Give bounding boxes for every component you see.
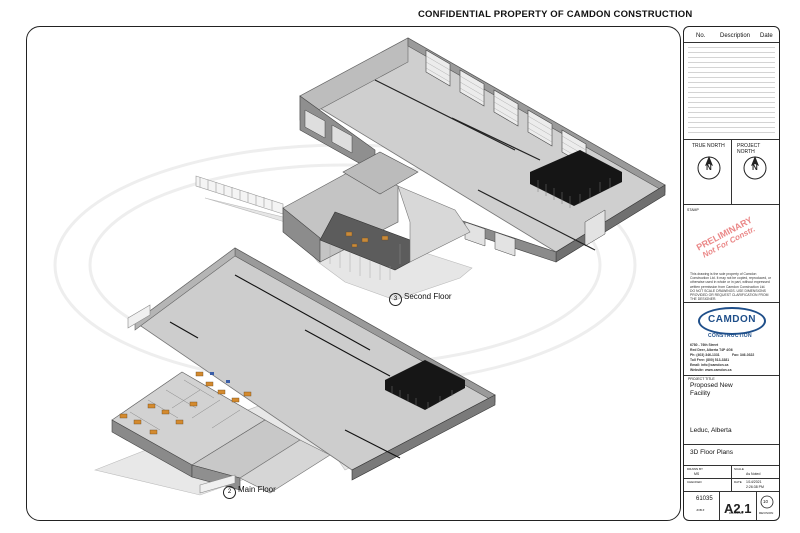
main-floor-model: [93, 247, 496, 496]
office-upper-block: [342, 151, 419, 195]
glazing-mullions: [329, 244, 401, 280]
view-label-second-floor: Second Floor: [404, 292, 452, 301]
true-north-label: TRUE NORTH: [692, 143, 725, 149]
company-toll-free: Toll Free: (800) 513-3381: [690, 358, 730, 362]
time-value: 2:26:38 PM: [746, 485, 764, 489]
overhead-doors-right: [464, 209, 606, 257]
drawn-by-value: MS: [694, 472, 700, 476]
main-floor-fence: [127, 304, 236, 494]
ownership-notice: This drawing is the sole property of Cam…: [690, 272, 772, 289]
true-north-arrow-icon: [697, 156, 721, 180]
office-wall-front: [282, 207, 321, 263]
sheet-divider: [684, 491, 779, 492]
project-north-label: PROJECT NORTH: [737, 143, 761, 155]
second-floor-model: [195, 37, 666, 301]
drawing-title-divider: [684, 444, 779, 445]
revision-header-divider: [684, 42, 779, 43]
main-left-wall: [134, 247, 236, 331]
main-right-wall: [351, 394, 496, 481]
project-title-line-2: Facility: [690, 390, 711, 397]
main-interior-lines: [169, 274, 401, 459]
logo-divider: [684, 302, 779, 303]
office-workstations: [119, 371, 252, 435]
warehouse-interior-lines: [374, 79, 596, 251]
preliminary-stamp: PRELIMINARY Not For Constr.: [695, 215, 758, 261]
true-north-letter: N: [706, 163, 712, 172]
office-furniture-upper: [345, 231, 389, 248]
view-number-second-floor: 3: [389, 293, 402, 306]
view-number-main-floor: 2: [223, 486, 236, 499]
project-north-arrow-icon: [743, 156, 767, 180]
checked-label: CHECKED: [687, 480, 702, 484]
revision-table-lines: [688, 43, 775, 137]
storage-racks-lower: [385, 360, 465, 410]
camdon-logo-subtitle: CONSTRUCTION: [708, 333, 752, 339]
drawing-title: 3D Floor Plans: [690, 449, 733, 456]
date-label: DATE: [734, 480, 742, 484]
sheet-number: A2.1: [724, 501, 752, 516]
office-partitions: [129, 379, 241, 431]
revision-col-date: Date: [760, 33, 773, 39]
revision-col-no: No.: [696, 33, 706, 39]
company-website: Website: www.camdon.ca: [690, 368, 732, 372]
north-split: [731, 139, 732, 204]
confidential-header: CONFIDENTIAL PROPERTY OF CAMDON CONSTRUC…: [418, 9, 693, 20]
revision-circle-icon: [760, 495, 774, 509]
project-title-line-1: Proposed New: [690, 382, 733, 389]
scale-value: As Noted: [746, 472, 761, 476]
date-value: 1/14/2021: [746, 480, 762, 484]
job-label: JOB #: [696, 508, 705, 512]
overhead-doors-front: [304, 109, 353, 154]
annex-right: [239, 439, 331, 494]
rack-lines-upper: [537, 178, 611, 208]
camdon-logo: CAMDON: [698, 307, 766, 335]
revision-value: 10: [763, 499, 769, 504]
company-address-2: Red Deer, Alberta T4P 4G6: [690, 348, 733, 352]
project-title-label: PROJECT TITLE: [688, 377, 715, 381]
camdon-logo-text: CAMDON: [708, 314, 756, 325]
drawn-by-label: DRAWN BY: [687, 467, 704, 471]
rack-lines-lower: [391, 386, 453, 408]
isometric-floor-plans: [53, 37, 666, 496]
company-phone: Ph: (403) 346-1331: [690, 353, 720, 357]
stamp-label: STAMP: [687, 208, 699, 212]
project-north-letter: N: [752, 163, 758, 172]
revision-col-description: Description: [720, 33, 751, 39]
office-corridor: [397, 185, 471, 263]
title-block: No. Description Date TRUE NORTH PROJECT …: [683, 26, 780, 521]
scale-notice: DO NOT SCALE DRAWINGS. USE DIMENSIONS PR…: [690, 289, 769, 302]
project-divider: [684, 375, 779, 376]
scale-label: SCALE: [734, 467, 744, 471]
project-location: Leduc, Alberta: [690, 427, 732, 434]
stamp-divider: [684, 204, 779, 205]
company-fax: Fax: 346-0322: [732, 353, 755, 357]
view-label-main-floor: Main Floor: [238, 485, 276, 494]
meta-split: [731, 465, 732, 491]
sheet-split-1: [719, 491, 720, 520]
office-accents: [210, 372, 230, 383]
door-panel-lines: [425, 55, 587, 163]
company-email: Email: info@camdon.ca: [690, 363, 729, 367]
company-address-1: 6780 - 76th Street: [690, 343, 719, 347]
sheet-split-2: [756, 491, 757, 520]
revision-label: REVISION: [759, 511, 774, 515]
storage-racks-upper: [530, 150, 622, 206]
drawing-label: DRAWING: [729, 511, 744, 515]
job-number: 61035: [696, 496, 713, 502]
